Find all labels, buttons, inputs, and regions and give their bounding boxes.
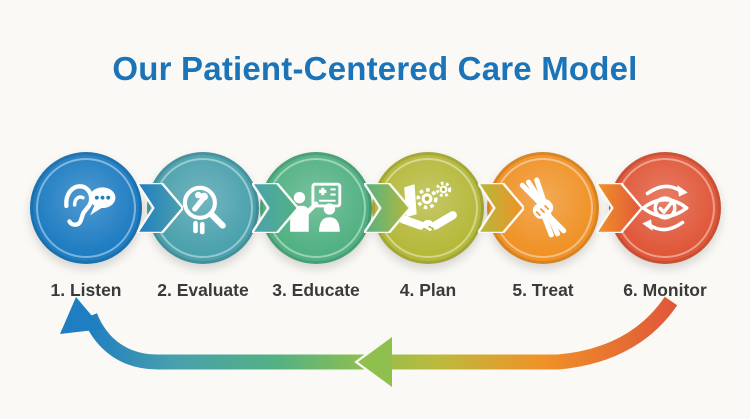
chevron-right-icon: [364, 183, 410, 233]
magnifier-joint-icon: [172, 177, 234, 239]
ear-speech-bubble-icon: [55, 177, 117, 239]
step-label-educate: 3. Educate: [272, 280, 360, 300]
chevron-right-icon: [596, 183, 642, 233]
feedback-loop-band: [83, 296, 678, 370]
chevron-right-icon: [251, 183, 298, 233]
step-evaluate: 2. Evaluate: [138, 152, 268, 301]
page-title: Our Patient-Centered Care Model: [112, 50, 638, 87]
chevron-right-icon: [136, 183, 183, 233]
feedback-mid-arrowhead: [358, 337, 392, 387]
step-label-monitor: 6. Monitor: [623, 280, 707, 300]
step-label-listen: 1. Listen: [50, 280, 122, 300]
step-listen: 1. Listen: [21, 152, 151, 301]
step-circle-evaluate: [147, 152, 259, 264]
circle-inner-ring: [36, 158, 136, 258]
eye-check-cycle-icon: [634, 177, 696, 239]
step-label-treat: 5. Treat: [512, 280, 574, 300]
step-label-plan: 4. Plan: [399, 280, 457, 300]
handshake-gears-icon: [397, 177, 459, 239]
mid-arrowhead-outline: [354, 335, 394, 389]
feedback-end-arrowhead: [60, 297, 103, 334]
hand-treatment-icon: [512, 177, 574, 239]
chevron-right-icon: [477, 183, 524, 233]
step-circle-listen: [30, 152, 142, 264]
step-label-evaluate: 2. Evaluate: [157, 280, 249, 300]
